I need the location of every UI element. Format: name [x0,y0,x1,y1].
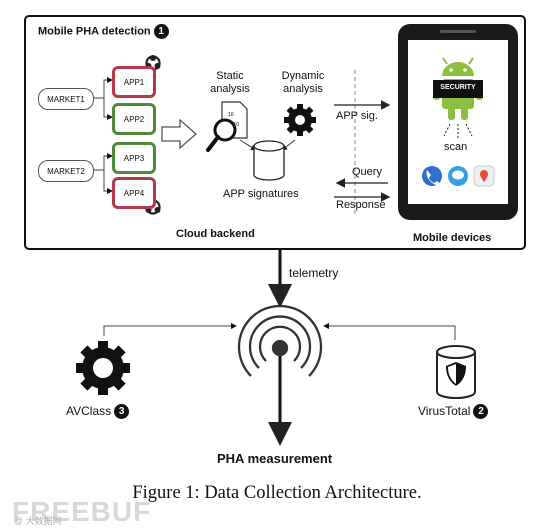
step-badge-1: 1 [153,24,169,39]
avclass-arrow [103,323,237,336]
market-connectors [92,77,113,194]
query-label: Query [352,166,382,178]
detection-title-text: Mobile PHA detection [38,25,151,38]
avclass-gear-icon [76,341,130,395]
security-label: SECURITY [440,84,476,91]
market-1: MARKET1 [38,88,94,110]
market-2: MARKET2 [38,160,94,182]
step-badge-2: 2 [473,404,489,420]
submit-arrow [161,118,197,150]
static-analysis-label: Static analysis [210,70,250,95]
phone-call-app-icon [422,166,442,186]
virustotal-arrow [323,323,456,340]
virustotal-database-icon [436,345,476,399]
cloud-backend-label: Cloud backend [176,228,255,240]
detection-frame [24,15,526,250]
mobile-devices-label: Mobile devices [413,232,492,244]
figure-caption: Figure 1: Data Collection Architecture. [132,483,422,503]
svg-text:10: 10 [228,112,234,118]
watermark-subtext: @ 大数据网 [14,516,62,526]
static-to-db-arrow [239,139,257,151]
scan-label: scan [444,141,468,153]
dynamic-analysis-gear-icon [284,104,316,136]
virustotal-label-text: VirusTotal [418,404,471,418]
telemetry-signal-icon [237,304,323,377]
app-3: APP3 [112,142,156,174]
dynamic-analysis-label: Dynamic analysis [281,70,325,95]
telemetry-label: telemetry [289,266,339,280]
response-label: Response [336,199,386,211]
pha-measurement-label: PHA measurement [217,451,333,466]
security-banner [433,80,483,98]
step-badge-3: 3 [114,404,130,420]
app-signatures-label: APP signatures [223,188,299,200]
app-1: APP1 [112,66,156,98]
avclass-label-text: AVClass [66,404,112,418]
messages-app-icon [448,166,468,186]
app-sig-label: APP sig. [336,110,378,122]
signature-database-icon [253,140,285,181]
app-4: APP4 [112,177,156,209]
static-analysis-icon: 10 1010 [206,101,248,152]
app-2: APP2 [112,103,156,135]
phone-icon [398,24,518,220]
maps-app-icon [473,165,495,187]
watermark: FREEBUF [12,496,152,527]
